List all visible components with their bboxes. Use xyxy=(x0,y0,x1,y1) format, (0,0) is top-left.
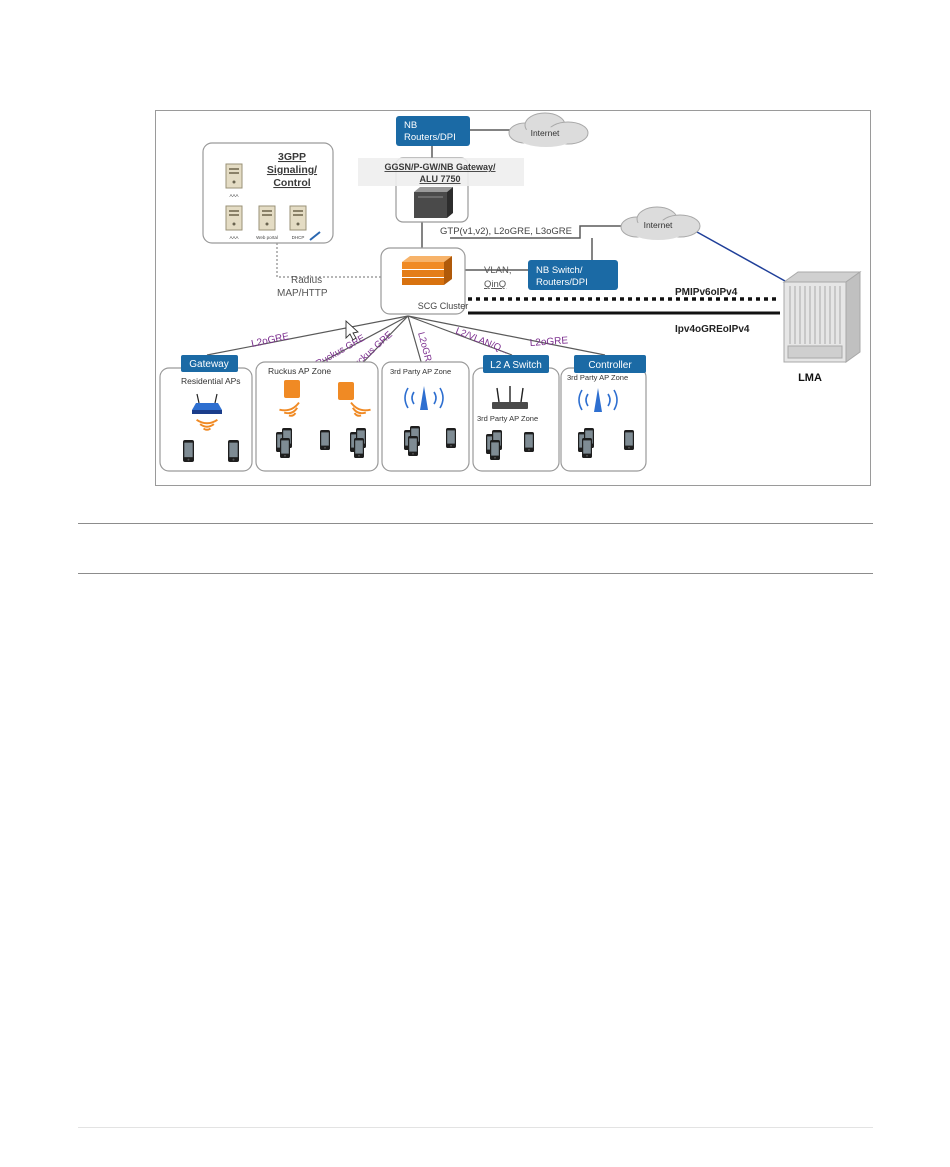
lma-label: LMA xyxy=(798,372,822,384)
router-chassis-icon xyxy=(414,187,453,218)
ruckus-ap-zone: Ruckus AP Zone xyxy=(255,361,379,472)
footer-rule xyxy=(78,1127,873,1128)
third-party-zone-2-label: 3rd Party AP Zone xyxy=(477,414,538,423)
controller-tab-label: Controller xyxy=(588,360,632,371)
server-webportal-label: Web portal xyxy=(256,235,278,240)
l2-switch-tab-label: L2 A Switch xyxy=(490,360,542,371)
smartphone-icon xyxy=(183,440,194,462)
link-scg-to-right-internet xyxy=(450,225,625,239)
gateway-tab-label: Gateway xyxy=(189,359,228,370)
internet-cloud-right: Internet xyxy=(620,206,701,240)
smartphone-icon xyxy=(354,438,364,458)
controller-zone: Controller 3rd Party AP Zone xyxy=(560,355,647,472)
nb-switch-line1: NB Switch/ xyxy=(536,265,583,276)
l2-switch-zone: L2 A Switch 3rd Party AP Zone xyxy=(472,355,560,472)
link-scg-to-l2switch xyxy=(407,315,513,356)
internet-right-label: Internet xyxy=(644,220,673,230)
ggsn-line1: GGSN/P-GW/NB Gateway/ xyxy=(384,162,496,172)
scg-appliance-icon xyxy=(402,256,452,285)
ggsn-gateway-box: GGSN/P-GW/NB Gateway/ ALU 7750 xyxy=(358,157,524,223)
signaling-line1: 3GPP xyxy=(278,151,306,163)
server-icon xyxy=(225,205,243,231)
signaling-control-box: 3GPP Signaling/ Control AAA AAA Web port… xyxy=(202,142,334,244)
server-icon xyxy=(225,163,243,189)
qinq-label: QinQ xyxy=(484,279,506,290)
map-http-label: MAP/HTTP xyxy=(277,288,328,299)
link-signaling-to-scg xyxy=(276,243,381,278)
gateway-zone: Gateway Residential APs xyxy=(159,355,253,472)
ruckus-ap-icon xyxy=(338,382,354,400)
scg-cluster-label: SCG Cluster xyxy=(418,301,469,311)
server-dhcp-label: DHCP xyxy=(292,235,305,240)
signaling-line2: Signaling/ xyxy=(267,164,317,176)
gtp-label: GTP(v1,v2), L2oGRE, L3oGRE xyxy=(440,226,572,237)
ggsn-line2: ALU 7750 xyxy=(419,174,460,184)
ipv4-gre-label: Ipv4oGREoIPv4 xyxy=(675,324,750,335)
internet-top-label: Internet xyxy=(531,128,560,138)
vlan-label: VLAN, xyxy=(484,265,511,276)
smartphone-icon xyxy=(624,430,634,450)
smartphone-icon xyxy=(582,438,592,458)
server-aaa-top-label: AAA xyxy=(229,193,238,198)
ruckus-ap-icon xyxy=(284,380,300,398)
lma-chassis-icon xyxy=(782,271,862,363)
signaling-line3: Control xyxy=(273,177,310,189)
server-icon xyxy=(289,205,307,231)
ap-router-icon xyxy=(492,386,528,409)
access-point-antenna-icon xyxy=(404,386,444,410)
nb-routers-dpi-box: NB Routers/DPI xyxy=(396,116,470,146)
divider-rule xyxy=(78,523,873,524)
smartphone-icon xyxy=(320,430,330,450)
smartphone-icon xyxy=(228,440,239,462)
nb-switch-box: NB Switch/ Routers/DPI xyxy=(528,260,618,290)
third-party-ap-zone-1: 3rd Party AP Zone xyxy=(381,361,470,472)
nb-routers-line2: Routers/DPI xyxy=(404,132,456,143)
internet-cloud-top: Internet xyxy=(508,112,589,147)
accent-stroke xyxy=(309,231,321,241)
smartphone-icon xyxy=(408,436,418,456)
smartphone-icon xyxy=(490,440,500,460)
server-aaa-label: AAA xyxy=(229,235,238,240)
smartphone-icon xyxy=(446,428,456,448)
nb-switch-line2: Routers/DPI xyxy=(536,277,588,288)
smartphone-icon xyxy=(524,432,534,452)
access-point-antenna-icon xyxy=(578,388,618,412)
residential-aps-label: Residential APs xyxy=(181,376,241,386)
server-icon xyxy=(258,205,276,231)
link-internet-to-lma xyxy=(696,231,786,282)
link-scg-to-controller xyxy=(407,315,606,356)
wireless-router-icon xyxy=(192,393,222,414)
scg-cluster-box: SCG Cluster xyxy=(380,247,469,315)
link-scg-to-gateway xyxy=(206,315,409,356)
pmip-label: PMIPv6oIPv4 xyxy=(675,287,738,298)
mouse-cursor-icon xyxy=(345,319,359,341)
third-party-zone-3-label: 3rd Party AP Zone xyxy=(567,373,628,382)
nb-routers-line1: NB xyxy=(404,120,417,131)
l2ogre-right-label: L2oGRE xyxy=(529,335,568,349)
third-party-zone-1-label: 3rd Party AP Zone xyxy=(390,367,451,376)
ruckus-ap-zone-label: Ruckus AP Zone xyxy=(268,366,331,376)
radius-label: Radius xyxy=(291,275,322,286)
divider-rule xyxy=(78,573,873,574)
smartphone-icon xyxy=(280,438,290,458)
